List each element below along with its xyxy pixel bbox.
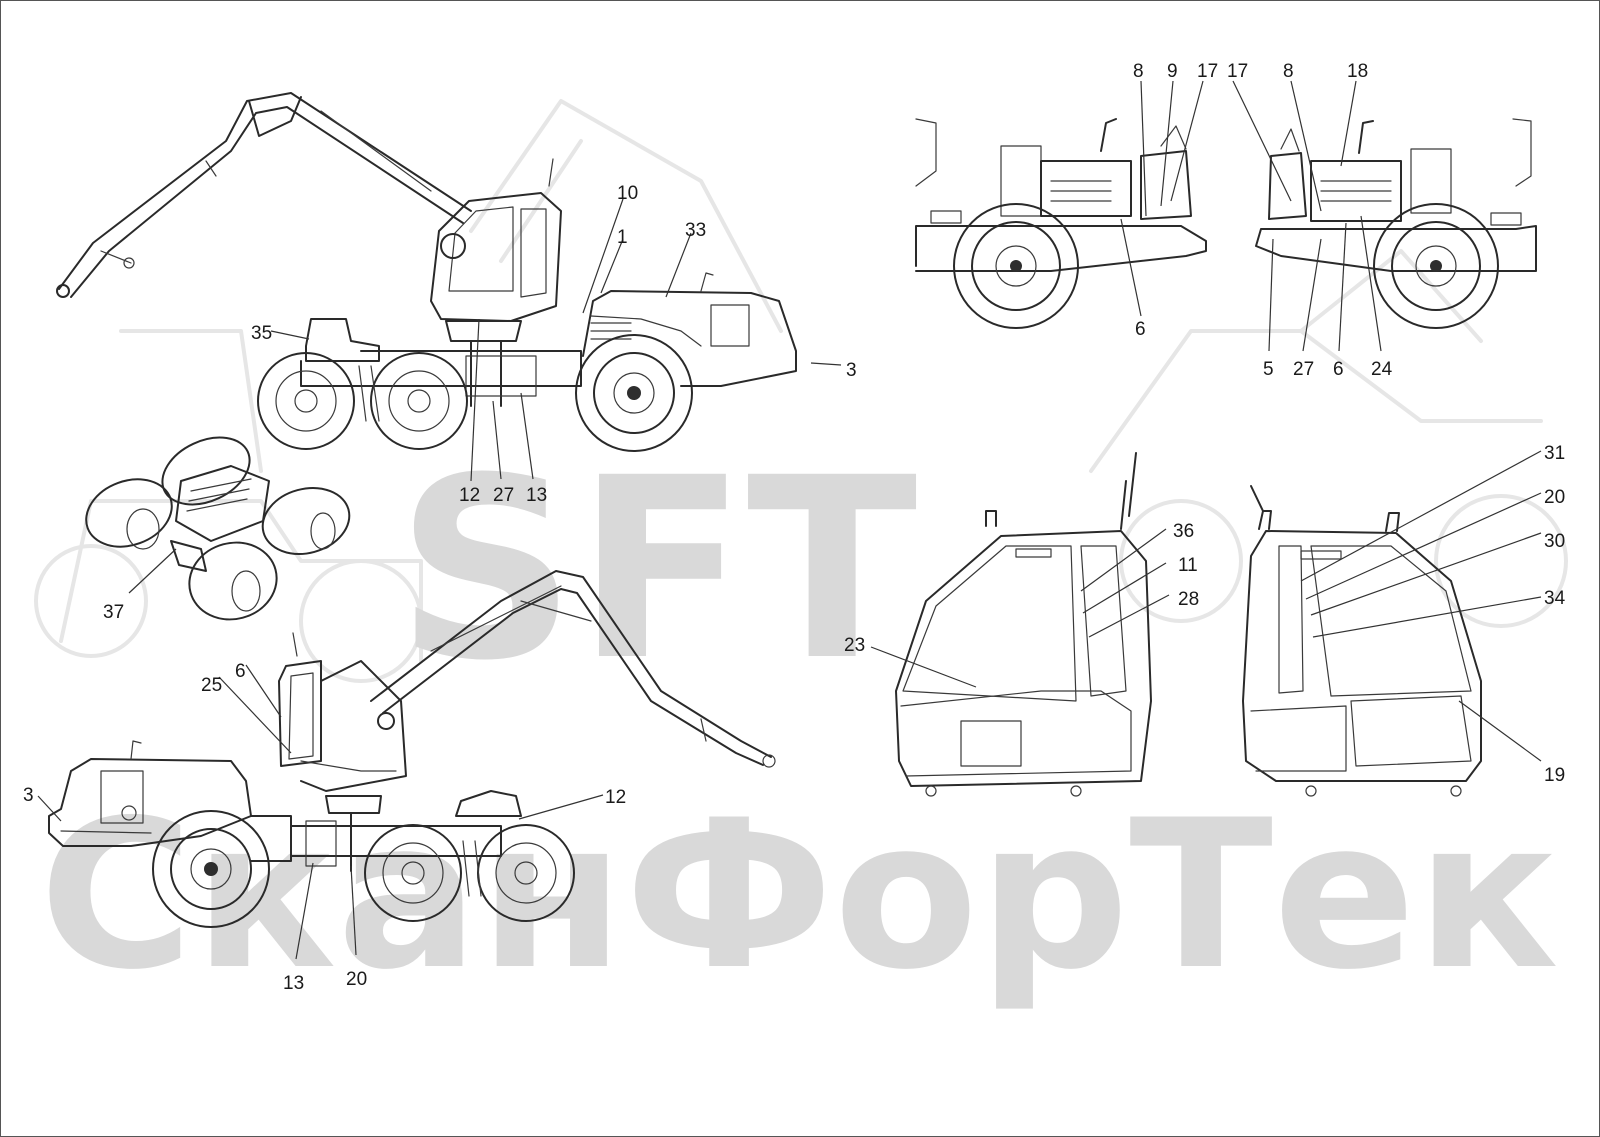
harvester-side-left xyxy=(56,92,797,452)
callout-view1-27: 27 xyxy=(493,485,514,506)
callout-view3-3: 3 xyxy=(23,785,34,806)
watermark-tractor-left xyxy=(34,329,423,683)
callout-view1-33: 33 xyxy=(685,220,706,241)
callout-view6-36: 36 xyxy=(1173,521,1194,542)
cab-left xyxy=(895,452,1152,797)
callout-view7-20: 20 xyxy=(1544,487,1565,508)
callout-view7-19: 19 xyxy=(1544,765,1565,786)
callout-view5-24: 24 xyxy=(1371,359,1393,380)
callout-view1-13: 13 xyxy=(526,485,547,506)
callout-view5-5: 5 xyxy=(1263,359,1274,380)
callout-view1-3: 3 xyxy=(846,360,857,381)
callouts: 10 1 33 35 3 12 27 13 37 6 25 3 12 13 20… xyxy=(23,61,1566,994)
callout-view4-6: 6 xyxy=(1135,319,1146,340)
harvester-iso-bottom xyxy=(85,436,351,621)
harvester-side-right xyxy=(48,570,776,928)
callout-view7-30: 30 xyxy=(1544,531,1565,552)
watermark-brand: СканФорТек xyxy=(39,777,1559,1015)
callout-view3-25: 25 xyxy=(201,675,222,696)
callout-view1-35: 35 xyxy=(251,323,272,344)
engine-left xyxy=(915,118,1207,329)
callout-view5-27: 27 xyxy=(1293,359,1314,380)
callout-view1-12: 12 xyxy=(459,485,480,506)
watermark-crane-top xyxy=(469,99,783,333)
callout-view6-11: 11 xyxy=(1178,555,1198,576)
leader-lines xyxy=(37,80,1542,960)
callout-view3-20: 20 xyxy=(346,969,367,990)
callout-view5-8: 8 xyxy=(1283,61,1294,82)
callout-view1-10: 10 xyxy=(617,183,638,204)
callout-view1-1: 1 xyxy=(617,227,628,248)
callout-view3-6: 6 xyxy=(235,661,246,682)
watermark-logo: SFT xyxy=(396,424,917,715)
cab-right xyxy=(1242,485,1482,797)
callout-view4-9: 9 xyxy=(1167,61,1178,82)
callout-view7-34: 34 xyxy=(1544,588,1566,609)
callout-view6-28: 28 xyxy=(1178,589,1199,610)
callout-view4-17: 17 xyxy=(1197,61,1218,82)
callout-view3-12: 12 xyxy=(605,787,626,808)
callout-view5-17: 17 xyxy=(1227,61,1248,82)
engine-right xyxy=(1255,118,1537,329)
watermark-tractor-right xyxy=(1089,249,1568,628)
callout-view2-37: 37 xyxy=(103,602,124,623)
watermark: SFT СканФорТек xyxy=(34,99,1568,1015)
callout-view4-8: 8 xyxy=(1133,61,1144,82)
callout-view6-23: 23 xyxy=(844,635,865,656)
callout-view3-13: 13 xyxy=(283,973,304,994)
callout-view5-6: 6 xyxy=(1333,359,1344,380)
callout-view5-18: 18 xyxy=(1347,61,1368,82)
callout-view7-31: 31 xyxy=(1544,443,1565,464)
